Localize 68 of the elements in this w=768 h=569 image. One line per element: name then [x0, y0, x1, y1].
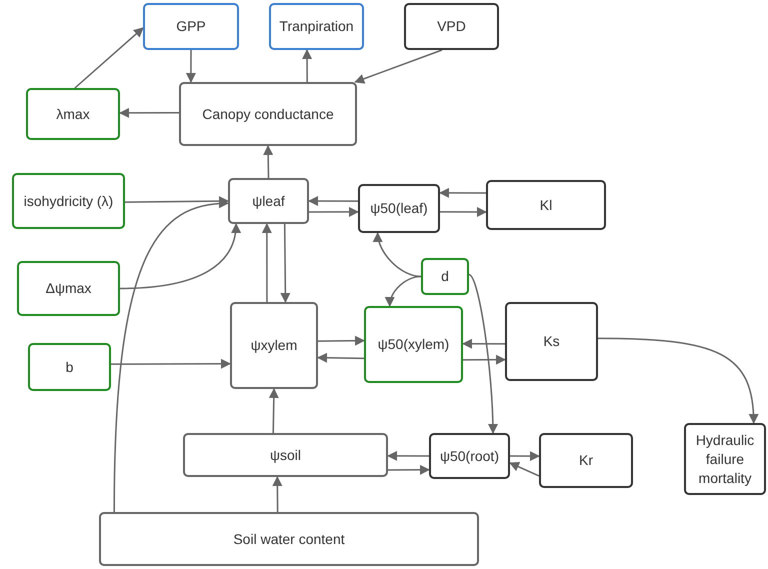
- node-label: ψ50(xylem): [378, 335, 450, 354]
- arrow: [74, 27, 144, 89]
- node-label: Ks: [543, 332, 560, 351]
- node-label: Canopy conductance: [202, 104, 334, 124]
- node-label: Δψmax: [46, 279, 92, 298]
- arrow: [268, 388, 279, 434]
- arrow: [317, 352, 364, 363]
- arrow: [439, 188, 486, 198]
- node-label: Kl: [540, 196, 552, 214]
- node-label: isohydricity (λ): [24, 192, 114, 210]
- process-box: [421, 258, 469, 295]
- arrow: [119, 108, 179, 118]
- arrow: [374, 232, 422, 278]
- node-label: ψleaf: [252, 192, 285, 210]
- node-label: Hydraulic failure mortality: [694, 430, 756, 488]
- process-box: [17, 261, 120, 316]
- process-box: [364, 306, 463, 383]
- arrow: [263, 145, 274, 178]
- arrow: [468, 274, 498, 434]
- node-label: d: [441, 267, 449, 286]
- arrow: [308, 196, 358, 206]
- process-box: [429, 433, 510, 479]
- node-label: ψ50(leaf): [370, 199, 428, 218]
- arrow: [111, 358, 231, 369]
- node-label: ψxylem: [250, 336, 298, 355]
- node-label: VPD: [437, 17, 466, 36]
- arrow: [510, 451, 540, 462]
- process-box: [358, 184, 440, 233]
- process-box: [684, 423, 766, 495]
- process-box: [230, 302, 318, 389]
- node-label: Tranpiration: [279, 17, 354, 36]
- node-label: ψ50(root): [440, 446, 499, 466]
- arrow: [440, 206, 487, 217]
- arrow: [280, 224, 290, 303]
- process-box: [404, 3, 499, 50]
- arrow: [186, 50, 196, 83]
- process-box: [505, 302, 598, 381]
- process-box: [228, 178, 309, 224]
- process-box: [143, 3, 239, 50]
- arrow: [509, 462, 540, 477]
- arrow: [462, 338, 505, 349]
- arrow: [302, 49, 312, 82]
- process-box: [486, 180, 606, 230]
- node-label: b: [66, 358, 74, 376]
- arrow: [354, 49, 442, 84]
- process-box: [269, 3, 364, 50]
- process-box: [183, 433, 388, 477]
- arrow: [463, 354, 506, 365]
- node-label: Kr: [579, 451, 593, 470]
- node-label: GPP: [176, 17, 206, 36]
- process-box: [539, 433, 633, 488]
- arrow: [318, 336, 365, 346]
- arrow: [388, 464, 430, 475]
- arrow: [309, 206, 359, 217]
- arrow: [120, 223, 240, 290]
- arrow: [386, 276, 422, 307]
- arrow: [272, 476, 282, 512]
- node-label: Soil water content: [233, 530, 345, 548]
- process-box: [26, 88, 120, 140]
- node-label: ψsoil: [270, 446, 301, 464]
- arrow: [598, 338, 758, 424]
- arrow: [387, 450, 429, 461]
- process-box: [28, 343, 111, 391]
- arrow: [262, 223, 272, 302]
- process-box: [12, 173, 125, 229]
- process-box: [99, 512, 479, 566]
- node-label: λmax: [56, 104, 90, 124]
- process-box: [179, 82, 357, 146]
